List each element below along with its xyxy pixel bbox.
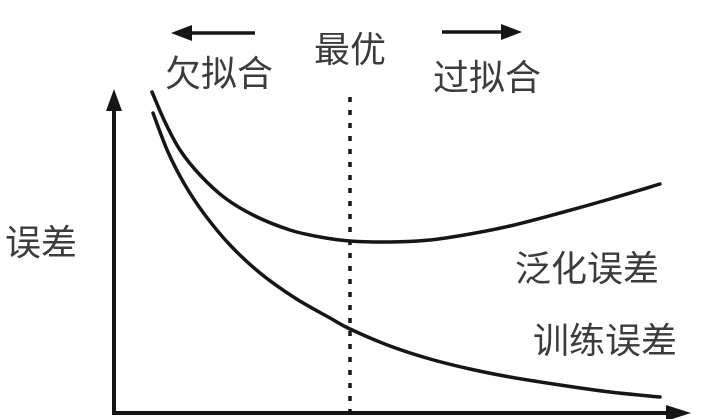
generalization-error-curve-label: 泛化误差	[514, 248, 660, 289]
optimal-point-label: 最优	[313, 29, 387, 70]
right-arrow-head-icon	[501, 24, 522, 40]
x-axis-arrowhead-icon	[666, 405, 691, 419]
training-error-curve-label: 训练误差	[532, 320, 678, 361]
left-arrow-head-icon	[171, 25, 192, 41]
underfit-region-label: 欠拟合	[164, 53, 274, 94]
overfit-region-label: 过拟合	[432, 57, 542, 98]
y-axis-arrowhead-icon	[106, 89, 122, 111]
generalization-error-curve	[150, 90, 662, 244]
training-error-curve	[151, 111, 662, 399]
y-axis-label: 误差	[4, 222, 78, 263]
